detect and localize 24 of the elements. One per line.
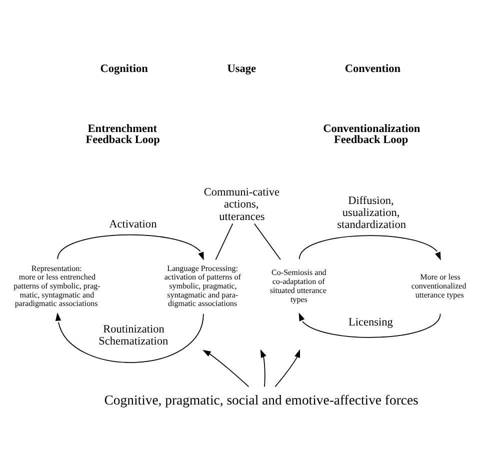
label: Conventionalization Feedback Loop [323, 122, 420, 146]
arrow [274, 349, 300, 388]
connector [254, 223, 281, 260]
node-text: Language Processing: activation of patterns of symbolic, pragmatic, syntagmatic and para-digmatic associations [164, 264, 241, 308]
edge-label: Activation [109, 218, 157, 230]
node-text: Cognitive, pragmatic, social and emotive-affective forces [104, 392, 418, 408]
label: Entrenchment Feedback Loop [86, 122, 160, 146]
arrow [298, 312, 441, 338]
arrow [57, 234, 204, 260]
label: Convention [344, 62, 401, 75]
connector [215, 223, 234, 260]
node-text: Communi-cative actions, utterances [204, 186, 280, 223]
label: Usage [227, 62, 256, 75]
label: Cognition [100, 62, 148, 75]
arrow [202, 350, 250, 388]
edge-label: Routinization Schematization [98, 324, 168, 348]
arrow [55, 312, 204, 363]
node-text: More or less conventionalized utterance types [411, 272, 466, 300]
node-text: Co-Semiosis and co-adaptation of situated utterance types [270, 268, 326, 304]
arrow [298, 235, 441, 260]
edge-label: Diffusion, usualization, standardization [337, 195, 406, 232]
edge-label: Licensing [348, 316, 393, 329]
arrow [260, 349, 266, 388]
node-text: Representation: more or less entrenched patterns of symbolic, prag-matic, syntagmatic and paradigmatic associations [14, 264, 100, 308]
